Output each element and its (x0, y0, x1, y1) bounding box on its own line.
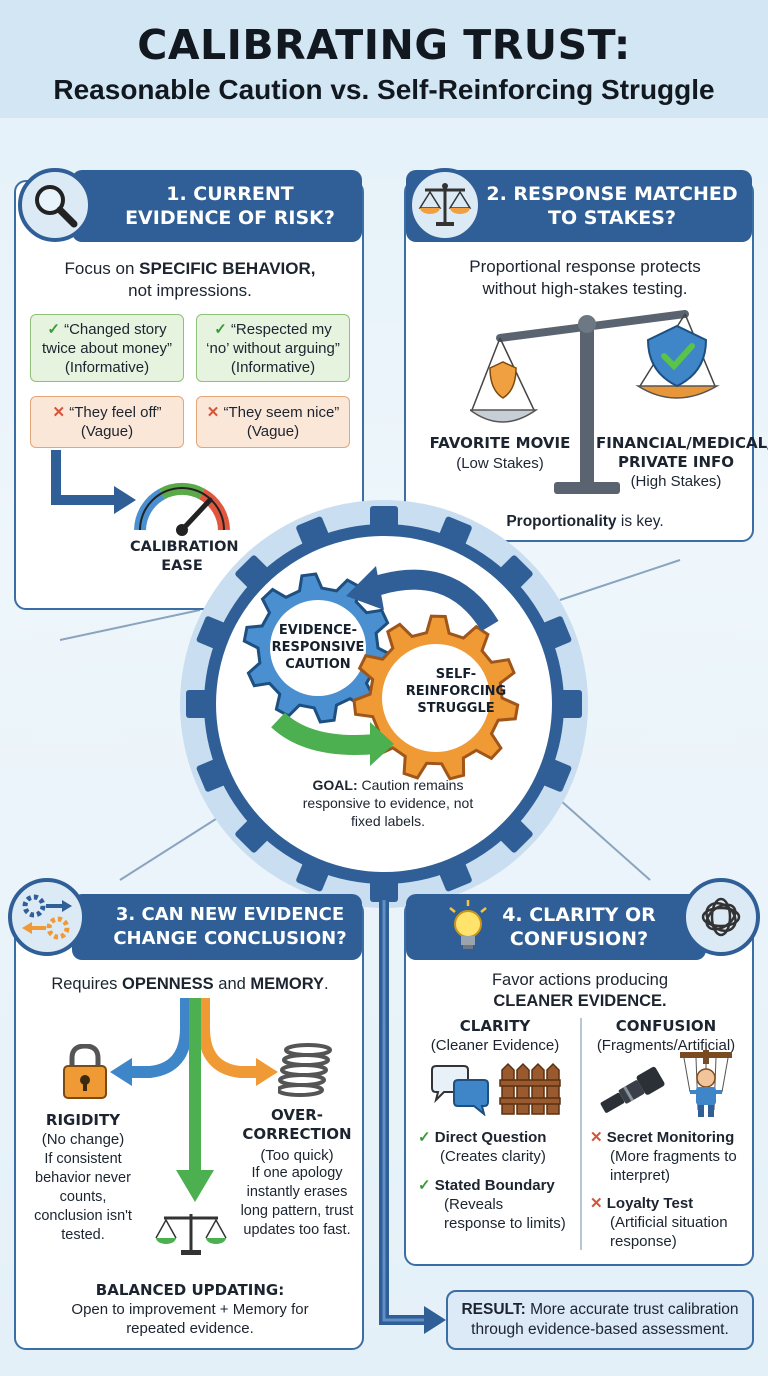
gear-evidence-responsive-caution: EVIDENCE-RESPONSIVE CAUTION (271, 623, 365, 672)
high-stakes-sub: (High Stakes) (630, 473, 722, 490)
chip-feel-off: ✕ “They feel off”(Vague) (30, 396, 184, 448)
overcorrection-sub: (Too quick) (260, 1147, 334, 1164)
result-arrow (379, 900, 446, 1334)
card4-heading: 4. CLARITY OR CONFUSION? (406, 894, 706, 960)
central-hub (180, 500, 588, 908)
card1-intro: Focus on SPECIFIC BEHAVIOR,not impressio… (64, 259, 316, 300)
tangle-icon (682, 878, 760, 956)
clarity-title: CLARITY (459, 1017, 531, 1035)
chip-respected-no: ✓ “Respected my ‘no’ without arguing”(In… (196, 314, 350, 382)
confusion-item-loyalty-test: ✕ Loyalty Test(Artificial situation resp… (590, 1195, 728, 1250)
check-icon: ✓ (418, 1177, 431, 1194)
cross-icon: ✕ (590, 1195, 603, 1212)
gear-orange-center (382, 644, 490, 752)
hub-goal: GOAL: Caution remains responsive to evid… (302, 777, 474, 829)
branching-arrows (110, 998, 278, 1202)
balance-scale-illustration (470, 310, 720, 494)
small-scale-icon (155, 1214, 227, 1255)
clarity-sub: (Cleaner Evidence) (430, 1037, 560, 1054)
rigidity-title: RIGIDITY (45, 1111, 121, 1129)
result-box: RESULT: More accurate trust calibration … (446, 1290, 754, 1350)
gear-blue-center (270, 600, 366, 696)
low-stakes-sub: (Low Stakes) (456, 455, 544, 472)
magnifier-icon (18, 168, 92, 242)
puppet-icon (680, 1050, 732, 1117)
balanced-updating-desc: Open to improvement + Memory for repeate… (71, 1301, 309, 1337)
card3-heading: 3. CAN NEW EVIDENCE CHANGE CONCLUSION? (72, 894, 362, 960)
cross-icon: ✕ (590, 1129, 603, 1146)
fence-icon (499, 1062, 561, 1115)
rigidity-sub: (No change) (41, 1131, 125, 1148)
cross-icon: ✕ (206, 404, 220, 421)
overcorrection-desc: If one apology instantly erases long pat… (240, 1165, 354, 1238)
rigidity-desc: If consistent behavior never counts, con… (34, 1151, 132, 1243)
clarity-item-direct-question: ✓ Direct Question(Creates clarity) (418, 1129, 547, 1165)
balanced-updating-title: BALANCED UPDATING: (95, 1281, 285, 1299)
spring-icon (278, 1043, 332, 1097)
proportionality-note: Proportionality is key. (506, 513, 664, 530)
page-title: CALIBRATING TRUST: (137, 21, 631, 69)
gear-self-reinforcing-struggle: SELF-REINFORCING STRUGGLE (405, 667, 507, 716)
lightbulb-icon (449, 900, 487, 949)
scale-icon (408, 168, 482, 242)
card1-arrow (51, 450, 136, 514)
confusion-sub: (Fragments/Artificial) (596, 1037, 736, 1054)
spyglass-icon (600, 1066, 665, 1113)
check-icon: ✓ (47, 320, 60, 338)
card2-intro: Proportional response protects without h… (469, 257, 701, 298)
overcorrection-title: OVER-CORRECTION (242, 1106, 352, 1143)
card1-heading: 1. CURRENT EVIDENCE OF RISK? (72, 170, 362, 242)
cross-icon: ✕ (52, 404, 66, 421)
confusion-item-secret-monitoring: ✕ Secret Monitoring(More fragments to in… (590, 1129, 737, 1184)
header-banner: CALIBRATING TRUST: Reasonable Caution vs… (0, 0, 768, 118)
low-stakes-label: FAVORITE MOVIE (429, 434, 571, 452)
chip-changed-story: ✓ “Changed story twice about money”(Info… (30, 314, 184, 382)
lock-icon (63, 1044, 107, 1099)
clarity-item-stated-boundary: ✓ Stated Boundary(Reveals response to li… (418, 1177, 566, 1232)
high-stakes-label: FINANCIAL/MEDICAL/ PRIVATE INFO (596, 434, 768, 471)
check-icon: ✓ (418, 1129, 431, 1146)
chip-seem-nice: ✕ “They seem nice”(Vague) (196, 396, 350, 448)
check-icon: ✓ (214, 320, 227, 338)
card3-intro: Requires OPENNESS and MEMORY. (51, 975, 329, 993)
confusion-title: CONFUSION (615, 1017, 717, 1035)
chat-icon (431, 1065, 489, 1116)
column-divider (580, 1018, 582, 1250)
gears-arrows-icon (8, 878, 86, 956)
gauge-label: CALIBRATION EASE (130, 539, 239, 574)
page-subtitle: Reasonable Caution vs. Self-Reinforcing … (53, 74, 715, 105)
gauge-icon (134, 482, 230, 536)
